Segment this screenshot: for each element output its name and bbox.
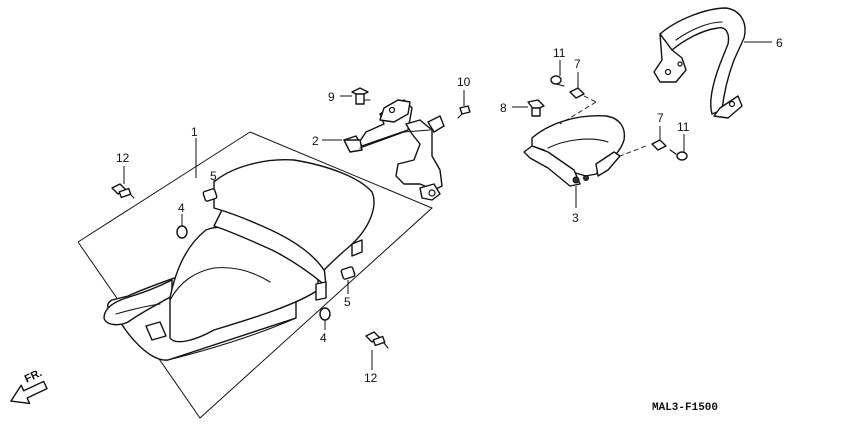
callout-bolt-11-lower: 11 <box>677 120 690 134</box>
callout-clip-right: 5 <box>344 295 351 309</box>
front-direction-arrow: FR. <box>10 367 48 405</box>
bolt-11-lower[interactable] <box>669 149 688 161</box>
callout-bolt-12-upper: 12 <box>116 151 130 165</box>
screw-10[interactable] <box>457 105 471 119</box>
callout-seat-bracket: 2 <box>312 134 319 148</box>
clip-5-lower[interactable] <box>340 266 356 280</box>
callout-grab-rail: 6 <box>776 36 783 50</box>
seat[interactable] <box>103 159 375 361</box>
callout-bolt-9: 9 <box>328 90 335 104</box>
bolt-9[interactable] <box>351 87 371 105</box>
bolt-8[interactable] <box>527 99 545 117</box>
callout-bolt-12-lower: 12 <box>364 371 378 385</box>
cushion-4-upper[interactable] <box>176 225 188 239</box>
nut-7-upper[interactable] <box>569 87 585 99</box>
callout-rear-cowl: 3 <box>572 211 579 225</box>
callout-seat: 1 <box>191 125 198 139</box>
callout-clip-left: 5 <box>210 169 217 183</box>
bolt-12-lower[interactable] <box>365 331 389 349</box>
callout-cushion-right: 4 <box>320 331 327 345</box>
rear-cowl[interactable] <box>523 115 626 187</box>
callout-nut-lower: 7 <box>657 111 664 125</box>
cushion-4-lower[interactable] <box>319 307 331 321</box>
leader-lines <box>123 41 772 370</box>
callout-nut-upper: 7 <box>574 57 581 71</box>
callout-labels: 1 2 3 4 4 5 5 6 7 7 8 9 10 11 11 12 12 <box>116 36 783 385</box>
clip-5-upper[interactable] <box>202 188 218 202</box>
bolt-11-upper[interactable] <box>550 75 565 87</box>
nut-7-lower[interactable] <box>651 139 667 151</box>
bolt-12-upper[interactable] <box>111 183 135 199</box>
seat-bracket[interactable] <box>343 99 445 201</box>
diagram-code: MAL3-F1500 <box>652 402 718 414</box>
callout-bolt-11-upper: 11 <box>553 46 566 60</box>
callout-bolt-8: 8 <box>500 101 507 115</box>
callout-cushion-left: 4 <box>178 201 185 215</box>
callout-screw-10: 10 <box>457 75 471 89</box>
grab-rail[interactable] <box>653 7 746 119</box>
